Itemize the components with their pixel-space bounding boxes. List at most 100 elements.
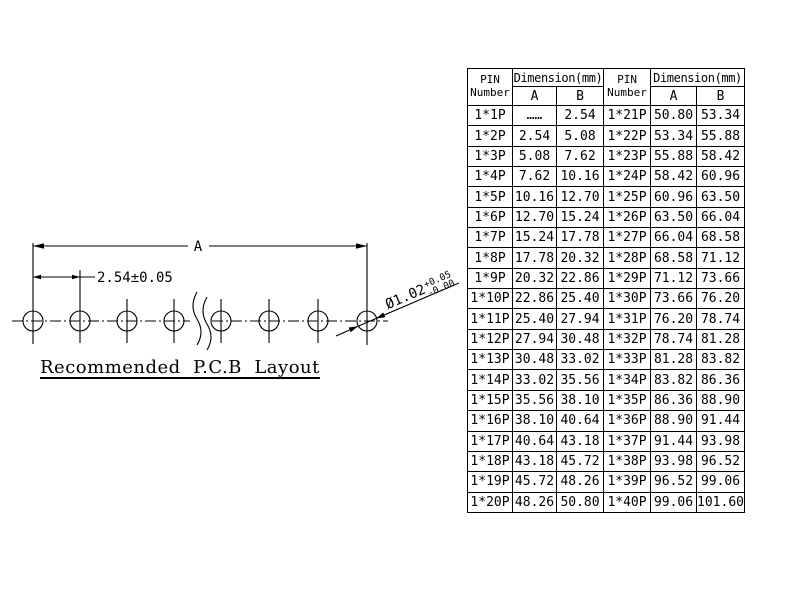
pin-number-cell: 1*25P <box>603 186 652 208</box>
pin-number-cell: 1*40P <box>603 491 652 513</box>
dimension-cell: 63.50 <box>650 206 698 229</box>
dimension-cell: 40.64 <box>512 430 557 452</box>
dimension-cell: 12.70 <box>512 206 557 229</box>
dimension-cell: 7.62 <box>512 166 557 188</box>
dimension-cell: 83.82 <box>650 369 698 391</box>
header-dimension-right: Dimension(mm) <box>650 68 746 87</box>
dimension-cell: 99.06 <box>696 471 746 493</box>
hole-centerlines <box>126 299 319 343</box>
dimension-cell: 58.42 <box>696 145 746 168</box>
dimension-cell: 25.40 <box>512 308 557 330</box>
dimension-cell: 10.16 <box>555 166 605 188</box>
header-pin-number-right: PIN Number <box>603 68 652 106</box>
pin-number-cell: 1*19P <box>467 471 513 493</box>
dimension-cell: 73.66 <box>696 267 746 290</box>
dimension-cell: …… <box>512 104 557 127</box>
dimension-cell: 99.06 <box>650 491 698 513</box>
dimension-cell: 30.48 <box>555 328 605 351</box>
dimension-cell: 73.66 <box>650 288 698 310</box>
pin-number-cell: 1*1P <box>467 104 513 127</box>
pin-number-cell: 1*4P <box>467 166 513 188</box>
dimension-cell: 22.86 <box>512 288 557 310</box>
dimension-cell: 71.12 <box>650 267 698 290</box>
dimension-cell: 101.60 <box>696 491 746 513</box>
dimension-cell: 81.28 <box>650 349 698 371</box>
dimension-cell: 55.88 <box>650 145 698 168</box>
dimension-cell: 50.80 <box>555 491 605 513</box>
pin-number-cell: 1*29P <box>603 267 652 290</box>
header-pin-line1: PIN <box>480 73 500 87</box>
dimension-cell: 33.02 <box>512 369 557 391</box>
header-pin-line2: Number <box>607 86 647 99</box>
pin-number-cell: 1*16P <box>467 410 513 432</box>
pin-number-cell: 1*9P <box>467 267 513 290</box>
dimension-cell: 27.94 <box>555 308 605 330</box>
pin-number-cell: 1*13P <box>467 349 513 371</box>
dimension-cell: 17.78 <box>512 247 557 269</box>
pin-number-cell: 1*6P <box>467 206 513 229</box>
dimension-cell: 86.36 <box>650 389 698 412</box>
dimension-cell: 76.20 <box>650 308 698 330</box>
pin-number-cell: 1*14P <box>467 369 513 391</box>
pin-number-cell: 1*7P <box>467 227 513 249</box>
dimension-cell: 68.58 <box>696 227 746 249</box>
dimension-cell: 78.74 <box>650 328 698 351</box>
dimension-cell: 88.90 <box>696 389 746 412</box>
dimension-cell: 25.40 <box>555 288 605 310</box>
pin-number-cell: 1*20P <box>467 491 513 513</box>
dimension-cell: 43.18 <box>512 450 557 473</box>
pin-number-cell: 1*22P <box>603 125 652 147</box>
pin-number-cell: 1*27P <box>603 227 652 249</box>
dimension-cell: 58.42 <box>650 166 698 188</box>
dimension-cell: 30.48 <box>512 349 557 371</box>
dimension-cell: 93.98 <box>696 430 746 452</box>
pin-number-cell: 1*37P <box>603 430 652 452</box>
dimension-cell: 20.32 <box>512 267 557 290</box>
dimension-cell: 2.54 <box>512 125 557 147</box>
dimension-cell: 66.04 <box>650 227 698 249</box>
dimension-cell: 5.08 <box>555 125 605 147</box>
dimension-cell: 81.28 <box>696 328 746 351</box>
dimension-cell: 88.90 <box>650 410 698 432</box>
header-col-b-right: B <box>696 86 746 106</box>
dimension-cell: 66.04 <box>696 206 746 229</box>
dimension-cell: 48.26 <box>512 491 557 513</box>
pin-number-cell: 1*5P <box>467 186 513 208</box>
header-col-b-left: B <box>555 86 605 106</box>
pin-number-cell: 1*24P <box>603 166 652 188</box>
dimension-cell: 45.72 <box>512 471 557 493</box>
pin-number-cell: 1*17P <box>467 430 513 452</box>
dimension-hole-dia: Ø1.02 +0.05 -0.00 <box>335 269 460 337</box>
pin-number-cell: 1*8P <box>467 247 513 269</box>
pin-number-cell: 1*32P <box>603 328 652 351</box>
dimension-cell: 38.10 <box>555 389 605 412</box>
dimension-cell: 2.54 <box>555 104 605 127</box>
pin-number-cell: 1*31P <box>603 308 652 330</box>
dimension-cell: 43.18 <box>555 430 605 452</box>
pin-number-cell: 1*2P <box>467 125 513 147</box>
dimension-cell: 50.80 <box>650 104 698 127</box>
pin-number-cell: 1*10P <box>467 288 513 310</box>
dimension-cell: 17.78 <box>555 227 605 249</box>
dimension-cell: 91.44 <box>650 430 698 452</box>
dimension-cell: 33.02 <box>555 349 605 371</box>
dimension-cell: 45.72 <box>555 450 605 473</box>
dimension-cell: 53.34 <box>650 125 698 147</box>
header-pin-line2: Number <box>470 86 510 99</box>
dimension-cell: 35.56 <box>512 389 557 412</box>
pin-number-cell: 1*38P <box>603 450 652 473</box>
dimension-cell: 60.96 <box>696 166 746 188</box>
